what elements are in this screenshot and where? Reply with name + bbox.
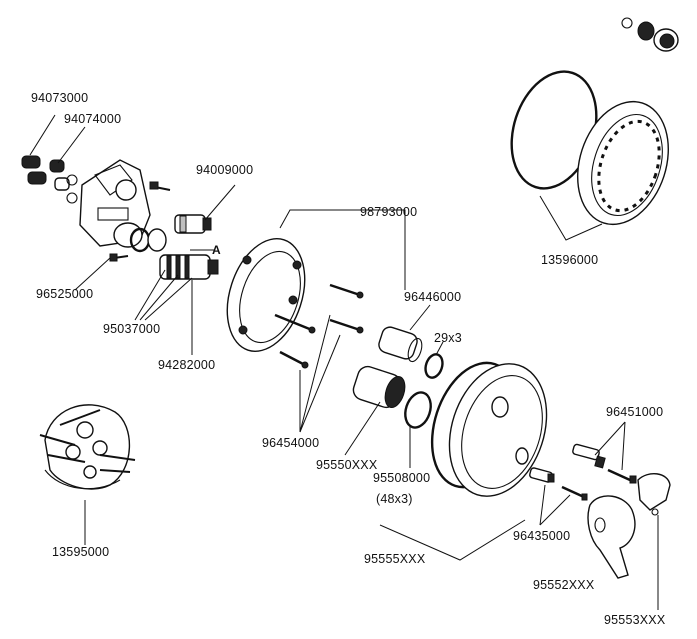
cartridge-94009000 [174, 214, 212, 234]
oring-48x3 [404, 391, 432, 429]
label-13596000: 13596000 [541, 253, 599, 267]
trim-plate-95555XXX [430, 361, 548, 497]
label-95550XXX: 95550XXX [316, 458, 378, 472]
label-95553XXX: 95553XXX [604, 613, 666, 627]
label-96446000: 96446000 [404, 290, 462, 304]
label-96435000: 96435000 [513, 529, 571, 543]
label-95555XXX: 95555XXX [364, 552, 426, 566]
label-96454000: 96454000 [262, 436, 320, 450]
label-98793000: 98793000 [360, 205, 418, 219]
label-96525000: 96525000 [36, 287, 94, 301]
parts-96435000 [529, 467, 588, 501]
lever-95553XXX [637, 473, 671, 516]
sleeve-95550XXX [352, 365, 406, 409]
label-13595000: 13595000 [52, 545, 110, 559]
sleeve-96446000 [378, 326, 423, 363]
label-95508000: 95508000 [373, 471, 431, 485]
lever-95552XXX [587, 495, 636, 579]
label-94009000: 94009000 [196, 163, 254, 177]
oring-29x3 [424, 353, 444, 379]
nipples-94073000 [21, 155, 78, 204]
label-29x3: 29x3 [434, 331, 462, 345]
label-95037000: 95037000 [103, 322, 161, 336]
plate-98793000 [226, 238, 306, 352]
small-knob-part [621, 17, 679, 52]
handle-parts-96451000 [572, 443, 637, 484]
label-A: A [212, 243, 221, 257]
screws-96454000 [274, 283, 364, 369]
rough-valve-13595000 [39, 404, 136, 490]
label-48x3: (48x3) [376, 492, 413, 506]
label-95552XXX: 95552XXX [533, 578, 595, 592]
trim-ring-13596000 [510, 70, 669, 226]
label-94073000: 94073000 [31, 91, 89, 105]
cartridge-94282000 [159, 254, 219, 280]
valve-body-96525000 [79, 159, 167, 253]
label-94282000: 94282000 [158, 358, 216, 372]
label-96451000: 96451000 [606, 405, 664, 419]
label-94074000: 94074000 [64, 112, 122, 126]
